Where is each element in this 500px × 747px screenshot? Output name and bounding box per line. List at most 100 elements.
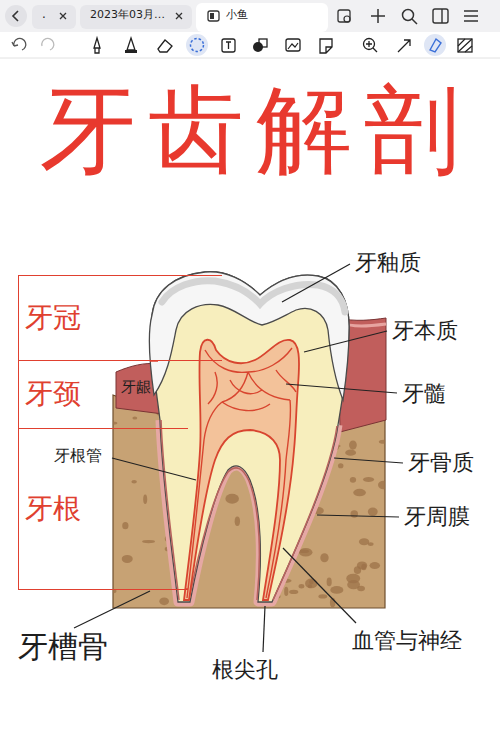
- part-label: 牙骨质: [408, 450, 474, 475]
- tab-bar: [13, 11, 18, 21]
- tab-bar: [412, 19, 417, 24]
- bone-spot: [299, 584, 305, 588]
- bone-spot: [132, 417, 137, 420]
- bone-spot: [109, 422, 117, 425]
- bone-spot: [122, 555, 133, 563]
- bone-spot: [327, 578, 332, 587]
- tool-bar: [191, 39, 204, 52]
- part-label: 牙槽骨: [18, 630, 108, 665]
- bone-spot: [142, 540, 155, 543]
- bone-spot: [338, 463, 344, 468]
- enamel: [162, 281, 345, 312]
- bone-spot: [131, 480, 137, 484]
- leader-line: [304, 331, 387, 352]
- leader-line: [282, 264, 350, 302]
- bracket-line: [150, 361, 188, 589]
- bone-spot: [349, 440, 357, 449]
- bone-spot: [345, 450, 356, 456]
- bone-spot: [368, 507, 378, 515]
- leader-line: [283, 548, 356, 623]
- bone-spot: [346, 574, 360, 584]
- tab-bar: [80, 5, 192, 29]
- tab-title: 2023年03月…: [90, 9, 165, 22]
- bone-spot: [299, 548, 313, 557]
- tool-bar: [42, 38, 54, 50]
- pulp: [187, 348, 296, 598]
- part-label: 牙冠: [19, 303, 81, 334]
- bone-spot: [225, 494, 239, 504]
- leader-line: [263, 606, 265, 652]
- tool-bar: [286, 39, 300, 51]
- tab-bar: [338, 10, 350, 22]
- tool-bar: [0, 32, 500, 58]
- tool-bar: [430, 39, 441, 52]
- dentin: [151, 272, 349, 602]
- tab-bar: [32, 5, 76, 29]
- bone-spot: [284, 587, 288, 596]
- part-label: 牙根: [19, 494, 81, 525]
- tool-bar: [366, 41, 377, 52]
- bone-spot: [350, 477, 356, 483]
- tool-bar: [222, 39, 235, 52]
- tool-bar: [458, 39, 472, 52]
- part-label: 牙颈: [19, 379, 81, 410]
- tool-bar: [226, 42, 231, 49]
- part-label: 牙釉质: [355, 250, 421, 275]
- bone-spot: [305, 578, 317, 588]
- bone-spot: [235, 517, 240, 526]
- leader-line: [74, 264, 403, 652]
- part-label: 牙根管: [54, 447, 102, 465]
- tab-bar: [210, 13, 214, 19]
- tool-bar: [0, 32, 500, 58]
- bone-spot: [330, 586, 343, 594]
- bone-spot: [143, 495, 147, 504]
- tab-bar: [0, 0, 500, 32]
- tool-bar: [127, 38, 135, 50]
- tab-bar: [344, 16, 350, 22]
- bone-spot: [379, 440, 389, 444]
- part-label: 牙髓: [402, 381, 446, 406]
- part-label: 血管与神经: [352, 628, 462, 653]
- part-label: 牙本质: [392, 318, 458, 343]
- tool-bar: [458, 39, 472, 52]
- leader-line: [112, 458, 196, 480]
- tool-bar: [424, 34, 446, 56]
- leader-line: [317, 515, 399, 517]
- tool-bar: [320, 39, 332, 53]
- part-label: 牙周膜: [404, 504, 470, 529]
- bracket-line: [150, 361, 188, 589]
- bone-spot: [122, 522, 128, 529]
- leader-line: [334, 458, 403, 463]
- bone-spot: [368, 542, 374, 546]
- tab-bar: [0, 0, 500, 32]
- part-label: 牙龈: [121, 379, 151, 396]
- tool-bar: [94, 38, 100, 53]
- bone-spot: [320, 553, 328, 562]
- pulp: [184, 340, 299, 600]
- bone-spot: [351, 510, 359, 517]
- bone-spot: [299, 549, 309, 553]
- bone-spot: [369, 562, 380, 569]
- bone-spot: [159, 597, 169, 605]
- pulp: [184, 340, 299, 600]
- tool-bar: [125, 50, 137, 53]
- bone-spot: [363, 477, 374, 482]
- leader-line: [74, 591, 150, 628]
- tab-bar: [176, 13, 182, 19]
- part-label: 根尖孔: [212, 657, 278, 682]
- tool-bar: [186, 34, 208, 56]
- tool-bar: [398, 40, 410, 52]
- tab-title: .: [42, 8, 46, 22]
- tab-bar: [196, 3, 328, 32]
- tab-title: 小鱼: [226, 9, 248, 22]
- tool-bar: [158, 40, 172, 52]
- tab-bar: [60, 13, 66, 19]
- tab-bar: [464, 11, 478, 21]
- tool-bar: [0, 58, 500, 59]
- bone-spot: [359, 538, 369, 545]
- title: 牙齿解剖: [40, 78, 472, 184]
- bracket-box: 牙根: [18, 428, 188, 590]
- tab-bar: [441, 9, 442, 23]
- tab-bar: [403, 10, 414, 21]
